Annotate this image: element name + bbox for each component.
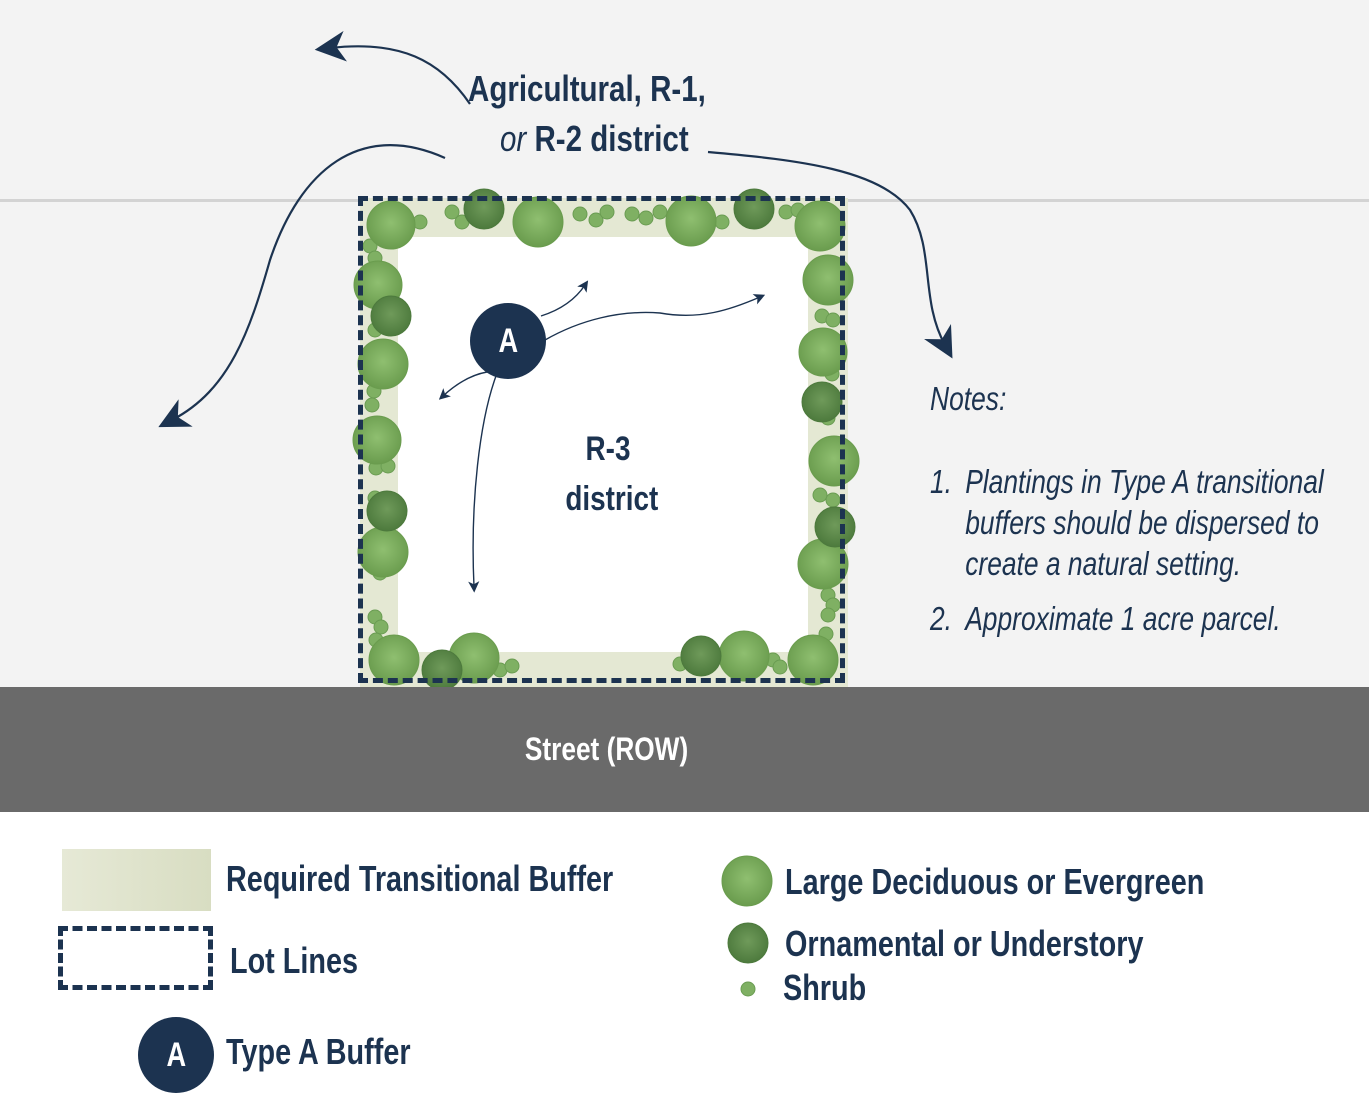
street-row: Street (ROW) [0, 687, 1369, 812]
lot-lines-swatch-icon [58, 926, 213, 990]
type-a-buffer-marker: A [470, 303, 546, 379]
street-label: Street (ROW) [525, 731, 689, 767]
buffer-swatch-icon [62, 849, 211, 911]
large-tree-icon [721, 855, 773, 907]
inner-arrows [438, 280, 766, 593]
note-item: 1. Plantings in Type A transitional buff… [930, 461, 1324, 584]
type-a-marker-letter: A [498, 321, 518, 360]
note-item: 2. Approximate 1 acre parcel. [930, 598, 1324, 639]
r3-text: R-3 [585, 430, 631, 468]
or-connector: or [500, 118, 527, 159]
surrounding-district-label-line2: or R-2 district [500, 118, 689, 160]
shrub-icon [740, 981, 756, 997]
r2-district-text: R-2 district [534, 118, 689, 159]
legend-large-tree-label: Large Deciduous or Evergreen [785, 861, 1205, 902]
large-tree-plantings [352, 195, 860, 686]
ornamental-tree-icon [727, 922, 769, 964]
district-text: district [565, 480, 659, 518]
note-number: 1. [930, 463, 953, 500]
note-line: create a natural setting. [965, 545, 1242, 582]
note-line: buffers should be dispersed to [965, 504, 1319, 541]
type-a-legend-icon: A [138, 1017, 214, 1093]
notes-heading: Notes: [930, 380, 1007, 417]
legend-lot-lines-label: Lot Lines [230, 940, 358, 981]
subject-district-label: R-3 district [556, 424, 660, 524]
note-number: 2. [930, 600, 953, 637]
note-line: Approximate 1 acre parcel. [965, 600, 1281, 637]
type-a-legend-letter: A [166, 1035, 186, 1074]
legend-buffer-label: Required Transitional Buffer [226, 858, 614, 899]
r3-district-parcel-interior [398, 237, 808, 652]
surrounding-district-label-line1: Agricultural, R-1, [468, 68, 706, 109]
note-line: Plantings in Type A transitional [965, 463, 1324, 500]
outer-arrows [158, 30, 953, 428]
legend-shrub-label: Shrub [783, 967, 867, 1008]
legend-type-a-label: Type A Buffer [226, 1031, 411, 1072]
lot-lines [358, 196, 845, 683]
notes-block: Notes: 1. Plantings in Type A transition… [930, 378, 1324, 639]
legend-ornamental-label: Ornamental or Understory [785, 923, 1144, 964]
